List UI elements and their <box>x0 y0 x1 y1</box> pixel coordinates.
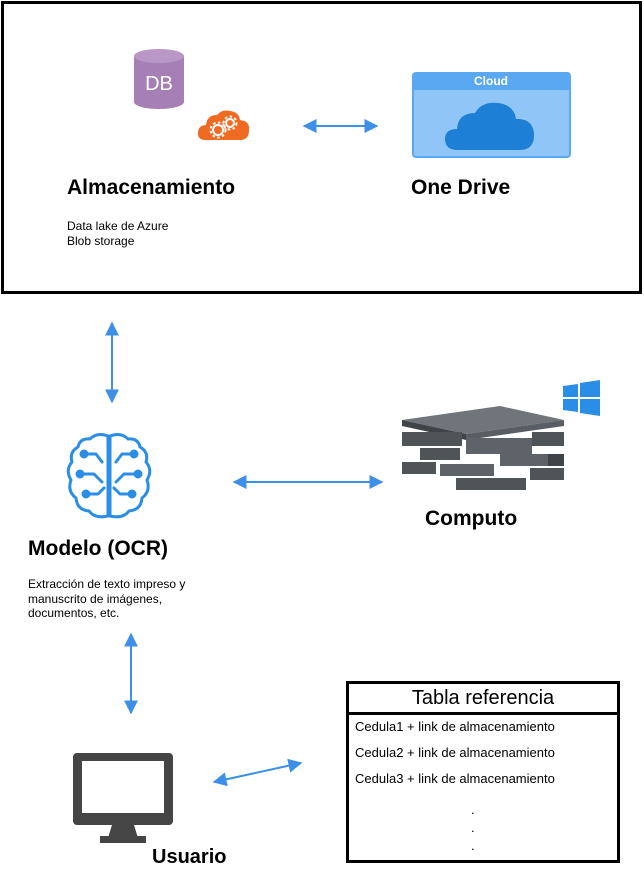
storage-description: Data lake de Azure Blob storage <box>67 219 168 248</box>
user-table-arrow <box>212 758 303 787</box>
reference-table: Tabla referencia Cedula1 + link de almac… <box>346 681 620 863</box>
storage-title: Almacenamiento <box>67 176 236 199</box>
reference-table-continuation-dot: . <box>471 820 475 835</box>
reference-table-row: Cedula3 + link de almacenamiento <box>355 771 555 786</box>
model-description-line: Extracción de texto impreso y <box>28 577 186 591</box>
gear-cloud-icon <box>197 110 250 140</box>
user-title: Usuario <box>152 846 227 868</box>
compute-server-icon <box>402 380 600 490</box>
reference-table-continuation-dot: . <box>471 802 475 817</box>
brain-ai-icon <box>66 433 152 519</box>
storage-description-line: Data lake de Azure <box>67 219 169 233</box>
model-description-line: documentos, etc. <box>28 606 120 620</box>
reference-table-continuation-dot: . <box>471 838 475 853</box>
reference-table-title: Tabla referencia <box>349 684 617 715</box>
cloud-window-label: Cloud <box>474 74 508 88</box>
windows-logo-icon <box>563 380 600 416</box>
reference-table-row: Cedula2 + link de almacenamiento <box>355 745 555 760</box>
storage-group-box <box>1 1 642 294</box>
compute-title: Computo <box>425 507 518 530</box>
monitor-icon <box>73 753 173 843</box>
database-icon: DB <box>134 49 184 109</box>
cloud-window-icon: Cloud <box>412 72 571 158</box>
model-description-line: manuscrito de imágenes, <box>28 591 163 606</box>
reference-table-row: Cedula1 + link de almacenamiento <box>355 719 555 734</box>
storage-description-line: Blob storage <box>67 233 135 248</box>
model-title: Modelo (OCR) <box>28 537 168 560</box>
model-description: Extracción de texto impreso y manuscrito… <box>28 577 185 621</box>
database-icon-label: DB <box>145 73 173 95</box>
onedrive-title: One Drive <box>411 176 511 199</box>
